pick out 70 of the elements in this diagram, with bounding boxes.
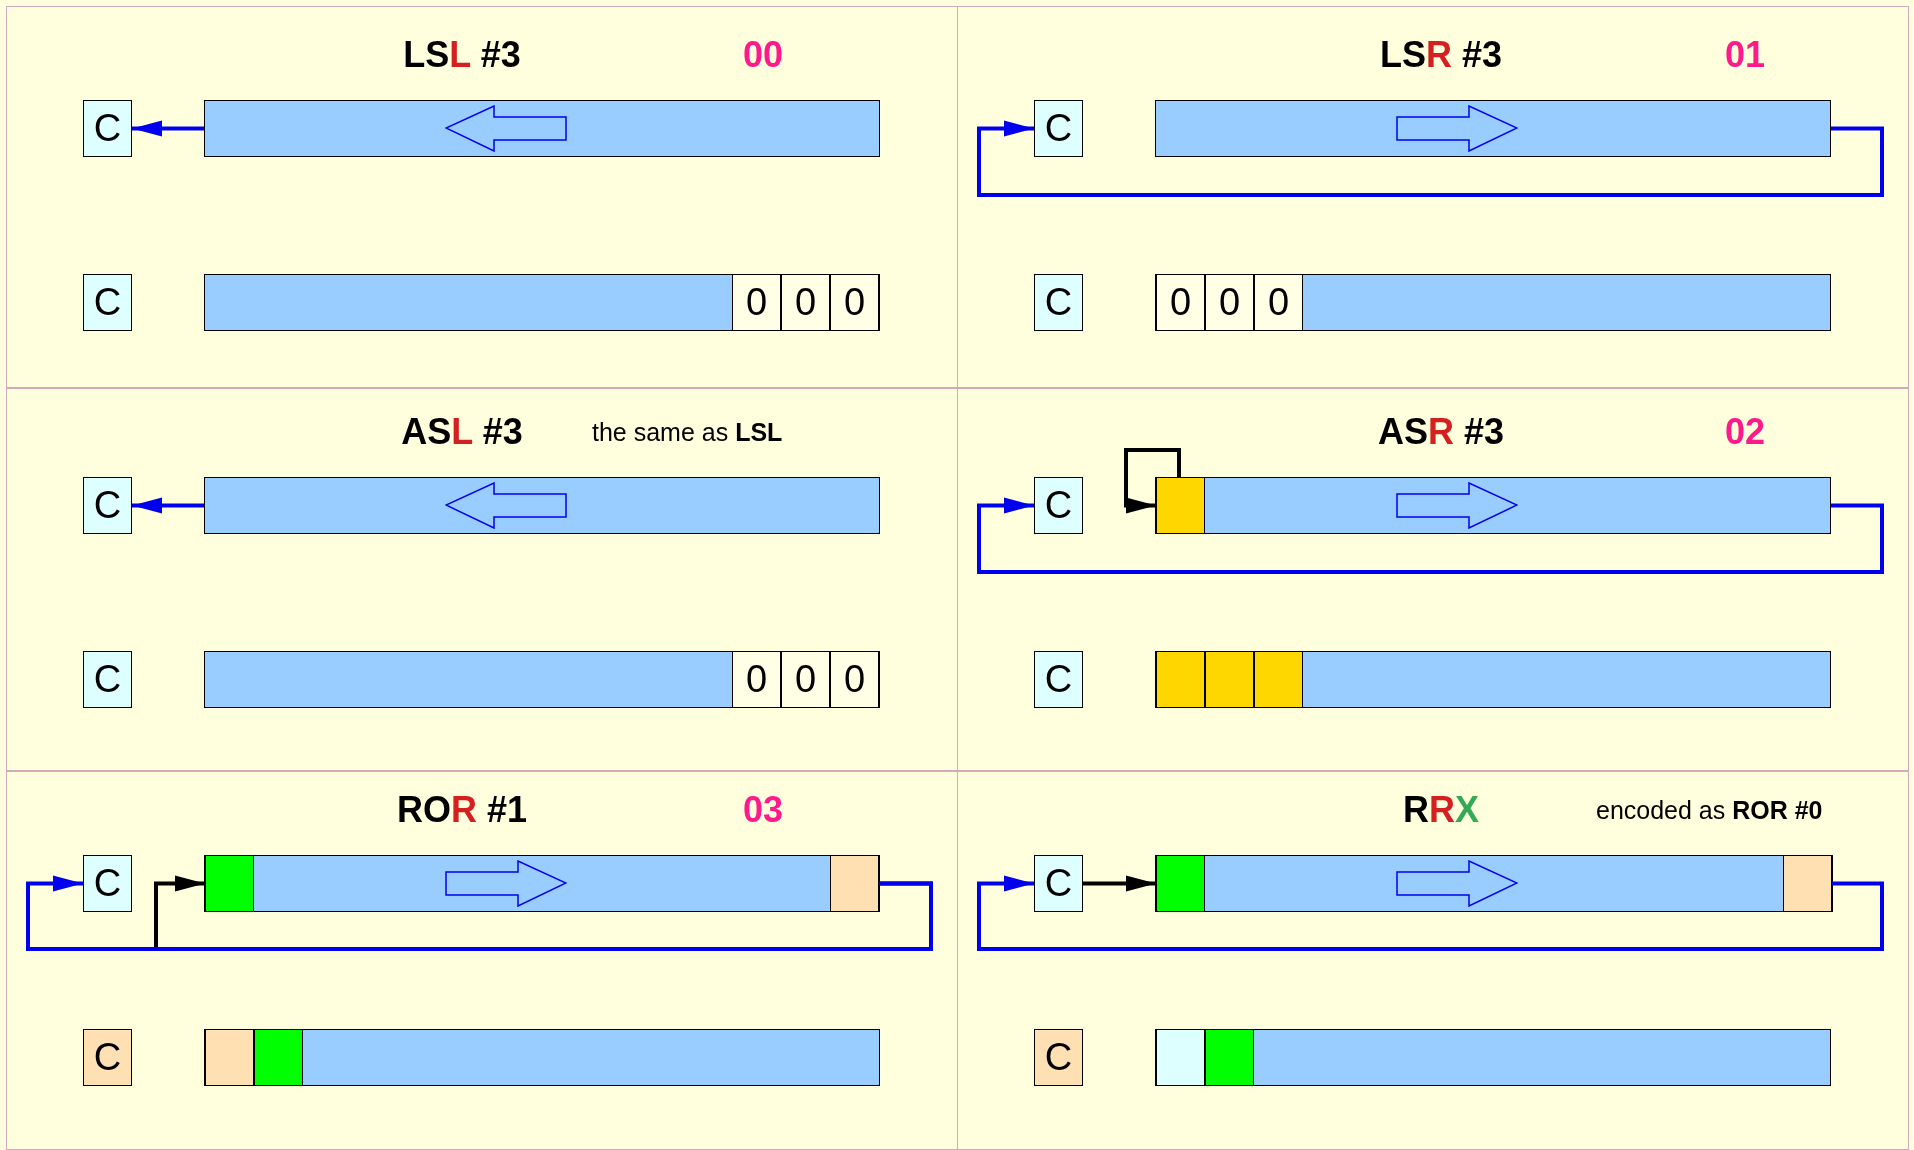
register-bar [1155, 855, 1833, 912]
panel [957, 771, 1909, 1150]
panel [6, 6, 958, 388]
instruction-title: ROR #1 [397, 789, 527, 831]
arrow [1083, 875, 1156, 892]
carry-flag-box: C [1034, 274, 1083, 331]
bit-cell [1156, 1030, 1205, 1085]
bit-cell [1156, 856, 1205, 911]
register-bar [204, 274, 880, 331]
register-bar [1155, 651, 1831, 708]
carry-flag-box: C [1034, 1029, 1083, 1086]
register-bar [204, 477, 880, 534]
register-bar [1155, 477, 1831, 534]
instruction-title: ASR #3 [1377, 411, 1505, 453]
carry-flag-box: C [1034, 651, 1083, 708]
carry-flag-box: C [83, 477, 132, 534]
carry-flag-box: C [83, 100, 132, 157]
arrow [1124, 448, 1181, 514]
bit-cell [1254, 652, 1303, 707]
opcode-number: 01 [1725, 34, 1765, 76]
instruction-title: RRX [1403, 789, 1479, 831]
bit-cell [830, 856, 879, 911]
bit-cell: 0 [1156, 275, 1205, 330]
bit-cell [205, 1030, 254, 1085]
bit-cell: 0 [1254, 275, 1303, 330]
bit-cell: 0 [781, 652, 830, 707]
feedback-arrow [132, 120, 204, 137]
bit-cell [1783, 856, 1832, 911]
carry-flag-box: C [83, 1029, 132, 1086]
panel [957, 6, 1909, 388]
bit-cell: 0 [830, 652, 879, 707]
note-text: encoded as ROR #0 [1596, 795, 1823, 825]
register-bar [204, 100, 880, 157]
bit-cell: 0 [830, 275, 879, 330]
note-text: the same as LSL [592, 417, 783, 447]
opcode-number: 00 [743, 34, 783, 76]
carry-flag-box: C [1034, 100, 1083, 157]
feedback-arrow [977, 875, 1884, 951]
carry-flag-box: C [83, 855, 132, 912]
bit-cell [1156, 478, 1205, 533]
register-bar [204, 651, 880, 708]
bit-cell: 0 [732, 652, 781, 707]
instruction-title: LSR #3 [1379, 34, 1503, 76]
bit-cell: 0 [781, 275, 830, 330]
register-bar [1155, 100, 1831, 157]
bit-cell: 0 [732, 275, 781, 330]
bit-cell [1205, 652, 1254, 707]
bit-cell [254, 1030, 303, 1085]
bit-cell [1205, 1030, 1254, 1085]
feedback-arrow [977, 120, 1884, 197]
panel [957, 388, 1909, 771]
register-bar [204, 1029, 880, 1086]
bit-cell: 0 [1205, 275, 1254, 330]
carry-flag-box: C [1034, 855, 1083, 912]
carry-flag-box: C [83, 274, 132, 331]
carry-flag-box: C [1034, 477, 1083, 534]
register-bar [204, 855, 880, 912]
instruction-title: ASL #3 [401, 411, 523, 453]
carry-flag-box: C [83, 651, 132, 708]
register-bar [1155, 274, 1831, 331]
feedback-arrow [132, 497, 204, 514]
bit-cell [1156, 652, 1205, 707]
bit-cell [205, 856, 254, 911]
opcode-number: 02 [1725, 411, 1765, 453]
register-bar [1155, 1029, 1831, 1086]
feedback-arrow [977, 497, 1884, 574]
opcode-number: 03 [743, 789, 783, 831]
panel [6, 388, 958, 771]
instruction-title: LSL #3 [403, 34, 521, 76]
panel [6, 771, 958, 1150]
